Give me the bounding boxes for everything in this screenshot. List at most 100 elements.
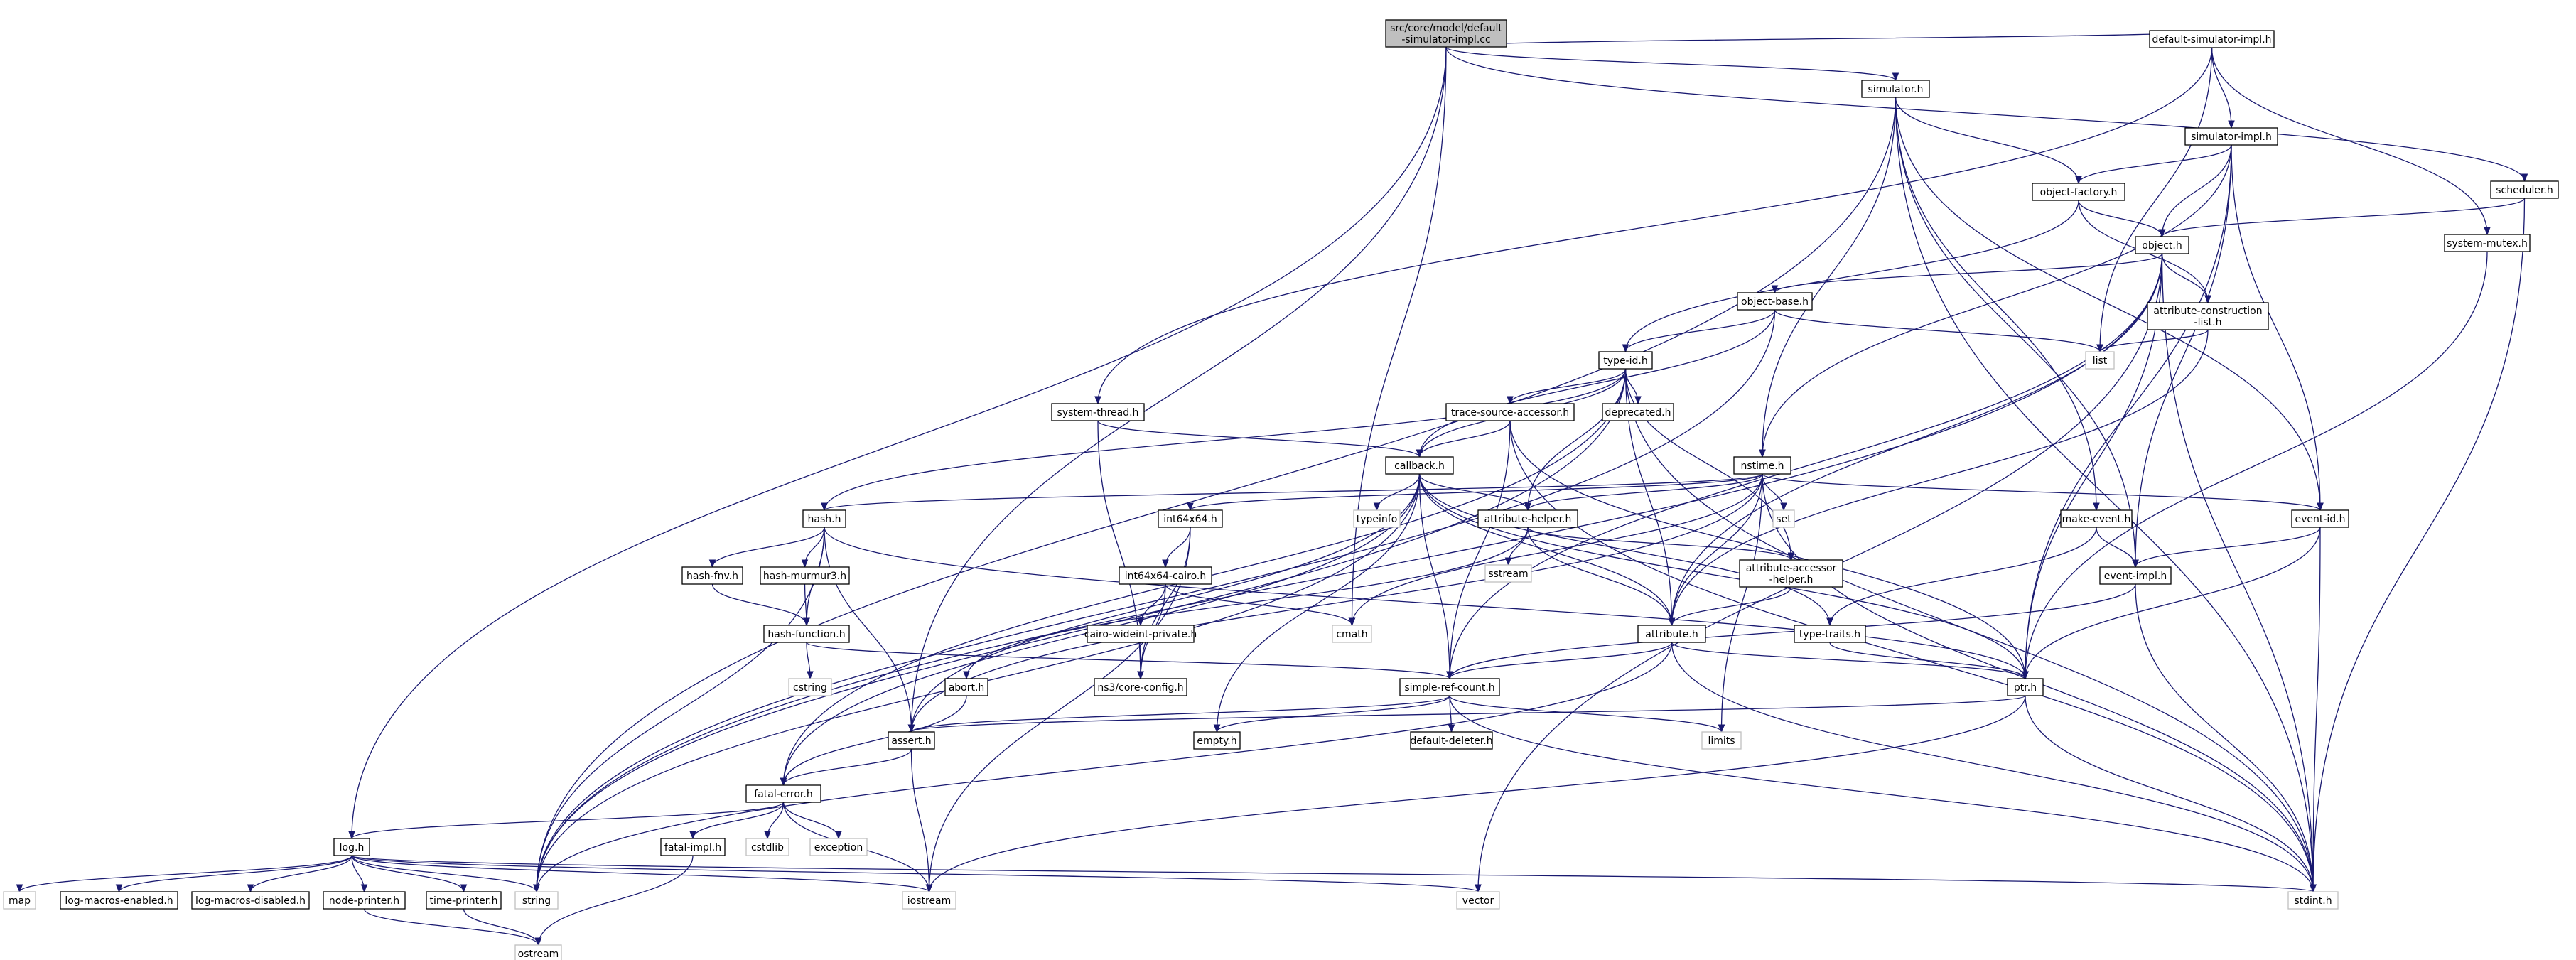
node-label: string — [522, 895, 551, 907]
node-string: string — [514, 891, 559, 910]
node-simulator[interactable]: simulator.h — [1861, 80, 1930, 98]
edge-root-to-simulator — [1445, 46, 1896, 81]
node-timeprinter[interactable]: time-printer.h — [426, 891, 502, 910]
node-attracc[interactable]: attribute-accessor-helper.h — [1739, 559, 1843, 588]
node-label: log.h — [340, 842, 365, 853]
edge-attrcons-to-attribute — [1672, 329, 2209, 625]
node-log[interactable]: log.h — [333, 838, 370, 856]
node-label: int64x64.h — [1163, 514, 1217, 525]
edge-callback-to-typetraits — [1418, 473, 1831, 625]
node-simpleref[interactable]: simple-ref-count.h — [1399, 678, 1500, 696]
node-box — [745, 784, 821, 803]
node-label: fatal-error.h — [754, 789, 812, 800]
node-hash[interactable]: hash.h — [802, 509, 846, 528]
node-sysmutex[interactable]: system-mutex.h — [2444, 234, 2531, 252]
edge-log-to-iostream — [351, 855, 929, 892]
node-fatalimpl[interactable]: fatal-impl.h — [660, 838, 726, 856]
node-scheduler[interactable]: scheduler.h — [2490, 180, 2559, 199]
node-coreconfig[interactable]: ns3/core-config.h — [1094, 678, 1187, 696]
node-label: default-simulator-impl.h — [2152, 34, 2271, 45]
node-logmacdis[interactable]: log-macros-disabled.h — [191, 891, 310, 910]
edge-hashmurmur-to-hashfunction — [805, 583, 807, 625]
edge-hash-to-assert — [824, 527, 912, 732]
node-makeevent[interactable]: make-event.h — [2060, 509, 2133, 528]
node-label: type-traits.h — [1799, 629, 1860, 640]
node-int64cairo[interactable]: int64x64-cairo.h — [1119, 566, 1212, 585]
node-box — [2184, 127, 2278, 146]
edge-object-to-attribute — [1672, 253, 2163, 625]
edge-attribute-to-ptr — [1671, 642, 2026, 679]
node-label: -simulator-impl.cc — [1401, 34, 1490, 45]
node-cairowide[interactable]: cairo-wideint-private.h — [1084, 625, 1197, 643]
node-tsa[interactable]: trace-source-accessor.h — [1445, 403, 1575, 421]
node-box — [2287, 891, 2339, 910]
node-object[interactable]: object.h — [2135, 236, 2189, 254]
edge-log-to-stdint — [351, 855, 2313, 892]
node-cmath: cmath — [1332, 625, 1372, 643]
edge-fatalerror-to-log — [352, 802, 785, 839]
node-abort[interactable]: abort.h — [944, 678, 988, 696]
node-label: cmath — [1336, 629, 1367, 640]
node-box — [1598, 351, 1653, 370]
node-box — [3, 891, 36, 910]
node-label: attribute-construction — [2153, 306, 2262, 317]
node-empty[interactable]: empty.h — [1193, 731, 1241, 750]
edge-object-to-ptr — [2025, 253, 2163, 679]
edge-ptr-to-assert — [912, 695, 2026, 733]
node-nodeprinter[interactable]: node-printer.h — [323, 891, 406, 910]
node-deprecated[interactable]: deprecated.h — [1602, 403, 1674, 421]
edge-ptr-to-iostream — [929, 695, 2026, 892]
node-objfactory[interactable]: object-factory.h — [2032, 183, 2125, 201]
node-assert[interactable]: assert.h — [888, 731, 935, 750]
node-box — [1385, 456, 1454, 475]
edge-callback-to-ptr — [1418, 473, 2026, 679]
edge-typeid-to-string — [537, 368, 1627, 892]
node-attribute[interactable]: attribute.h — [1637, 625, 1706, 643]
edge-log-to-logmacdis — [251, 855, 352, 892]
node-label: ptr.h — [2014, 682, 2037, 694]
edge-scheduler-to-stdint — [2313, 198, 2526, 892]
node-objbase[interactable]: object-base.h — [1737, 292, 1813, 311]
node-eventimpl[interactable]: event-impl.h — [2099, 566, 2172, 585]
edge-dsi-to-simimpl — [2211, 47, 2232, 128]
node-hashfunction[interactable]: hash-function.h — [763, 625, 850, 643]
edge-typeid-to-attrhelper — [1528, 368, 1627, 510]
node-typeid[interactable]: type-id.h — [1598, 351, 1653, 370]
node-vector: vector — [1456, 891, 1500, 910]
node-nstime[interactable]: nstime.h — [1733, 456, 1791, 475]
edge-tsa-to-simpleref — [1450, 420, 1511, 679]
node-label: empty.h — [1197, 735, 1236, 747]
edge-dsi-to-systhread — [1098, 47, 2213, 404]
node-attrhelper[interactable]: attribute-helper.h — [1477, 509, 1578, 528]
node-box — [788, 678, 832, 696]
node-defdeleter[interactable]: default-deleter.h — [1410, 731, 1493, 750]
node-eventid[interactable]: event-id.h — [2291, 509, 2349, 528]
edge-log-to-vector — [351, 855, 1478, 892]
node-hashmurmur[interactable]: hash-murmur3.h — [760, 566, 850, 585]
node-label: event-impl.h — [2104, 571, 2167, 582]
node-attrcons[interactable]: attribute-construction-list.h — [2147, 302, 2269, 330]
node-systhread[interactable]: system-thread.h — [1051, 403, 1145, 421]
edge-abort-to-fatalerror — [784, 695, 967, 785]
node-hashfnv[interactable]: hash-fnv.h — [681, 566, 743, 585]
node-label: cairo-wideint-private.h — [1084, 629, 1197, 640]
node-ptr[interactable]: ptr.h — [2007, 678, 2044, 696]
node-typeinfo: typeinfo — [1353, 509, 1401, 528]
edge-eventimpl-to-stdint — [2135, 583, 2313, 892]
edge-layer — [20, 30, 2526, 946]
node-fatalerror[interactable]: fatal-error.h — [745, 784, 821, 803]
node-int64x64[interactable]: int64x64.h — [1158, 509, 1223, 528]
node-box — [1332, 625, 1372, 643]
node-box — [1861, 80, 1930, 98]
node-box — [514, 944, 562, 960]
node-dsi[interactable]: default-simulator-impl.h — [2149, 30, 2275, 48]
edge-simulator-to-objfactory — [1895, 97, 2079, 183]
node-callback[interactable]: callback.h — [1385, 456, 1454, 475]
node-typetraits[interactable]: type-traits.h — [1794, 625, 1866, 643]
edge-makeevent-to-typetraits — [1830, 527, 2097, 625]
node-logmacen[interactable]: log-macros-enabled.h — [60, 891, 178, 910]
node-simimpl[interactable]: simulator-impl.h — [2184, 127, 2278, 146]
edge-object-to-simpleref — [1450, 253, 2163, 679]
node-label: simple-ref-count.h — [1404, 682, 1494, 694]
edge-simulator-to-makeevent — [1895, 97, 2097, 510]
